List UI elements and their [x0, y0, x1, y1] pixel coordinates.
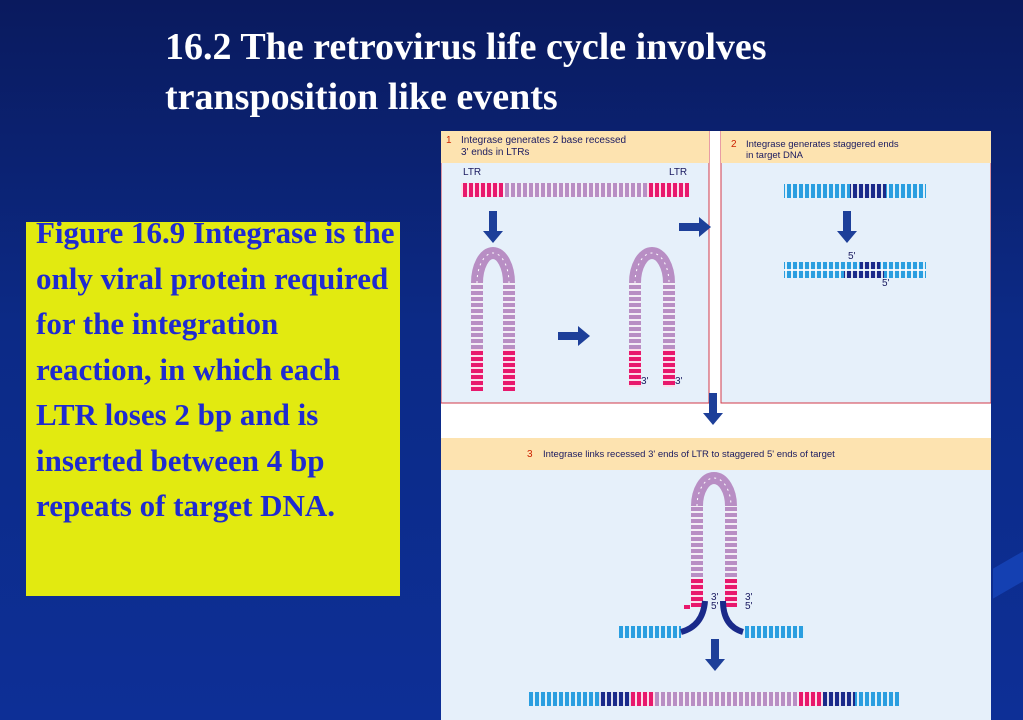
intermediate-3-right: 3': [745, 592, 753, 603]
linear-viral-dna: [461, 183, 689, 197]
target-dna-intact: [784, 184, 926, 198]
panel-3-caption: Integrase links recessed 3' ends of LTR …: [543, 449, 835, 460]
intermediate-5-right: 5': [745, 601, 753, 612]
figure-caption-text: Figure 16.9 Integrase is the only viral …: [36, 215, 395, 523]
integration-diagram: 1 Integrase generates 2 base recessed 3'…: [441, 131, 991, 720]
panel-3: 3 Integrase links recessed 3' ends of LT…: [441, 438, 991, 720]
panel-2-caption-line1: Integrase generates staggered ends: [746, 139, 899, 150]
ltr-left-label: LTR: [463, 167, 481, 178]
hairpin-before-cleavage: [471, 247, 515, 391]
panel-1-caption-line2: 3' ends in LTRs: [461, 147, 529, 158]
panel-1-number: 1: [446, 135, 452, 146]
integrated-provirus: [529, 692, 899, 706]
panel-2-caption-line2: in target DNA: [746, 150, 804, 161]
slide-title-line2: transposition like events: [165, 76, 558, 118]
integration-figure: 1 Integrase generates 2 base recessed 3'…: [441, 131, 991, 720]
intermediate-3-left: 3': [711, 592, 719, 603]
target-dna-staggered: [784, 262, 926, 278]
slide-title: 16.2 The retrovirus life cycle involves …: [165, 22, 925, 122]
figure-caption-box: Figure 16.9 Integrase is the only viral …: [26, 215, 400, 596]
intermediate-5-left: 5': [711, 601, 719, 612]
end-3-label-right: 3': [675, 376, 683, 387]
hairpin-after-cleavage: [629, 247, 675, 387]
panel-3-number: 3: [527, 449, 533, 460]
target-5-label-bottom: 5': [882, 278, 890, 289]
ltr-right-label: LTR: [669, 167, 687, 178]
end-3-label-left: 3': [641, 376, 649, 387]
panel-2: 2 Integrase generates staggered ends in …: [720, 131, 991, 404]
target-5-label-top: 5': [848, 251, 856, 262]
panel-1-caption-line1: Integrase generates 2 base recessed: [461, 135, 626, 146]
integration-intermediate: [619, 472, 805, 638]
panel-1: 1 Integrase generates 2 base recessed 3'…: [441, 131, 710, 404]
panel-2-number: 2: [731, 139, 737, 150]
slide-title-line1: 16.2 The retrovirus life cycle involves: [165, 26, 767, 68]
decorative-stripe: [993, 551, 1023, 599]
